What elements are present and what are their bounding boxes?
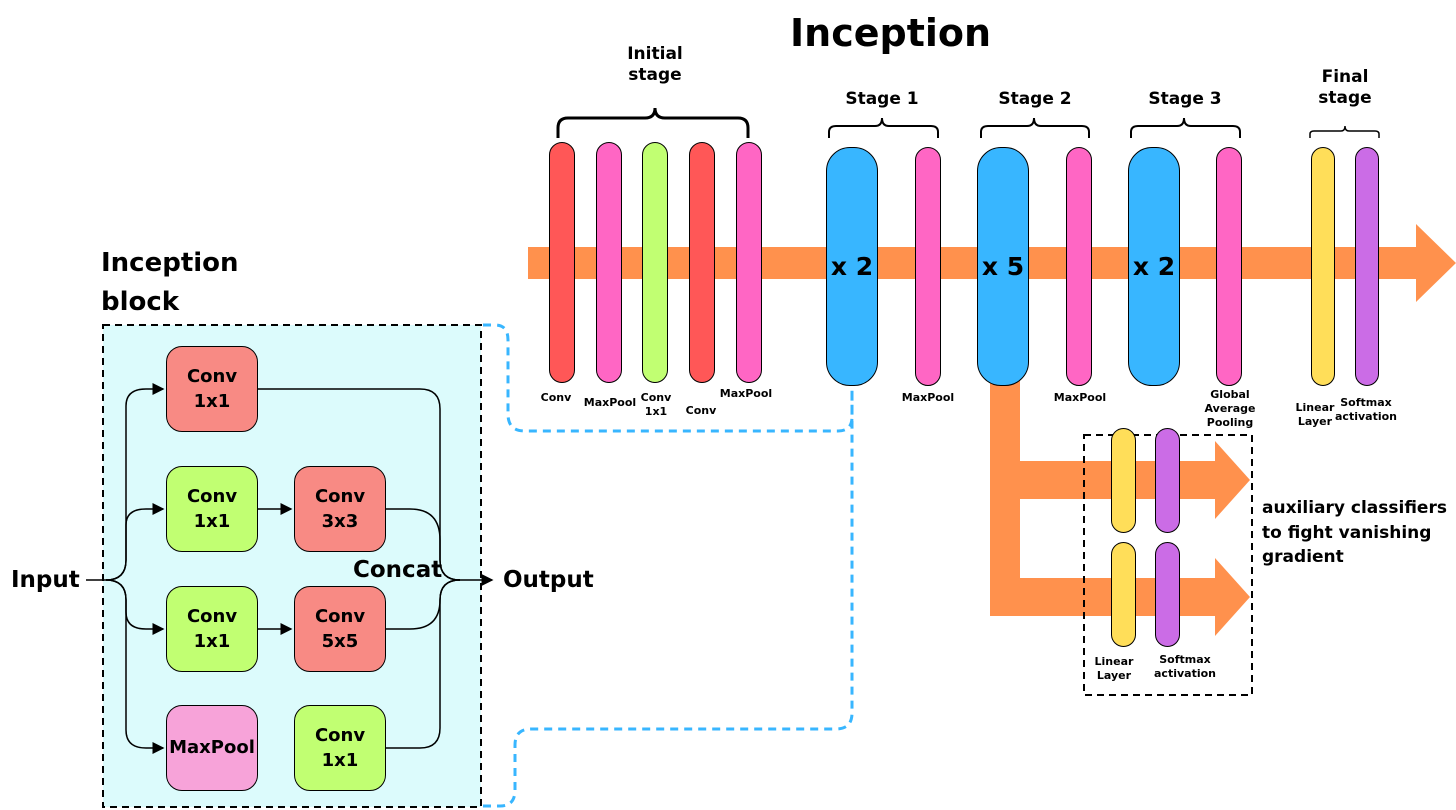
layer-linear [1311, 147, 1335, 386]
page-title: Inception [790, 11, 992, 55]
label-aux-softmax: Softmax activation [1154, 653, 1216, 680]
block-conv-5x5: Conv 5x5 [294, 586, 386, 672]
stage-label-final: Final stage [1318, 67, 1372, 109]
label-softmax: Softmax activation [1335, 396, 1397, 423]
block-connectors [86, 383, 494, 754]
layer-maxpool-2 [736, 142, 762, 383]
block-input: Input [11, 567, 80, 593]
block-maxpool: MaxPool [166, 705, 258, 791]
layer-conv-2 [689, 142, 715, 383]
stage-label-initial: Initial stage [627, 44, 683, 86]
brace-initial [556, 107, 750, 138]
stage-label-1: Stage 1 [845, 89, 919, 109]
label-aux-linear: Linear Layer [1094, 655, 1134, 682]
label-conv1x1: Conv 1x1 [640, 391, 672, 418]
block-conv-1x1-c: Conv 1x1 [166, 586, 258, 672]
block-conv-3x3: Conv 3x3 [294, 466, 386, 552]
layer-stage2-maxpool [1066, 147, 1092, 386]
block-output: Output [503, 567, 594, 593]
layer-global-pool [1216, 147, 1242, 386]
stage-label-3: Stage 3 [1148, 89, 1222, 109]
link-top [483, 323, 854, 433]
block-title: Inception block [101, 248, 239, 317]
block-conv-1x1-b: Conv 1x1 [166, 466, 258, 552]
brace-stage3 [1130, 117, 1241, 138]
label-conv-1: Conv [540, 391, 572, 404]
layer-conv-1 [549, 142, 575, 383]
layer-stage1-maxpool [915, 147, 941, 386]
block-conv-1x1-d: Conv 1x1 [294, 705, 386, 791]
aux-note: auxiliary classifiers to fight vanishing… [1262, 498, 1447, 568]
block-concat: Concat [353, 557, 443, 583]
layer-conv1x1 [642, 142, 668, 383]
layer-softmax [1355, 147, 1379, 386]
brace-stage1 [828, 117, 939, 138]
label-global-pool: Global Average Pooling [1204, 388, 1256, 429]
aux-softmax-1 [1155, 428, 1180, 533]
aux-linear-2 [1111, 542, 1136, 647]
label-linear: Linear Layer [1295, 401, 1335, 428]
label-conv-2: Conv [685, 404, 717, 417]
label-stage1-maxpool: MaxPool [901, 391, 955, 404]
link-bottom [483, 390, 854, 808]
label-maxpool-2: MaxPool [719, 387, 773, 400]
inception-stage-1: x 2 [826, 147, 878, 386]
inception-stage-3: x 2 [1128, 147, 1180, 386]
aux-softmax-2 [1155, 542, 1180, 647]
aux-linear-1 [1111, 428, 1136, 533]
repeat-stage-2: x 5 [981, 252, 1025, 281]
label-stage2-maxpool: MaxPool [1053, 391, 1107, 404]
stage-label-2: Stage 2 [998, 89, 1072, 109]
label-maxpool-1: MaxPool [583, 396, 637, 409]
brace-final [1309, 125, 1380, 138]
brace-stage2 [980, 117, 1090, 138]
layer-maxpool-1 [596, 142, 622, 383]
inception-stage-2: x 5 [977, 147, 1029, 386]
repeat-stage-3: x 2 [1132, 252, 1176, 281]
block-conv-1x1-a: Conv 1x1 [166, 346, 258, 432]
repeat-stage-1: x 2 [830, 252, 874, 281]
